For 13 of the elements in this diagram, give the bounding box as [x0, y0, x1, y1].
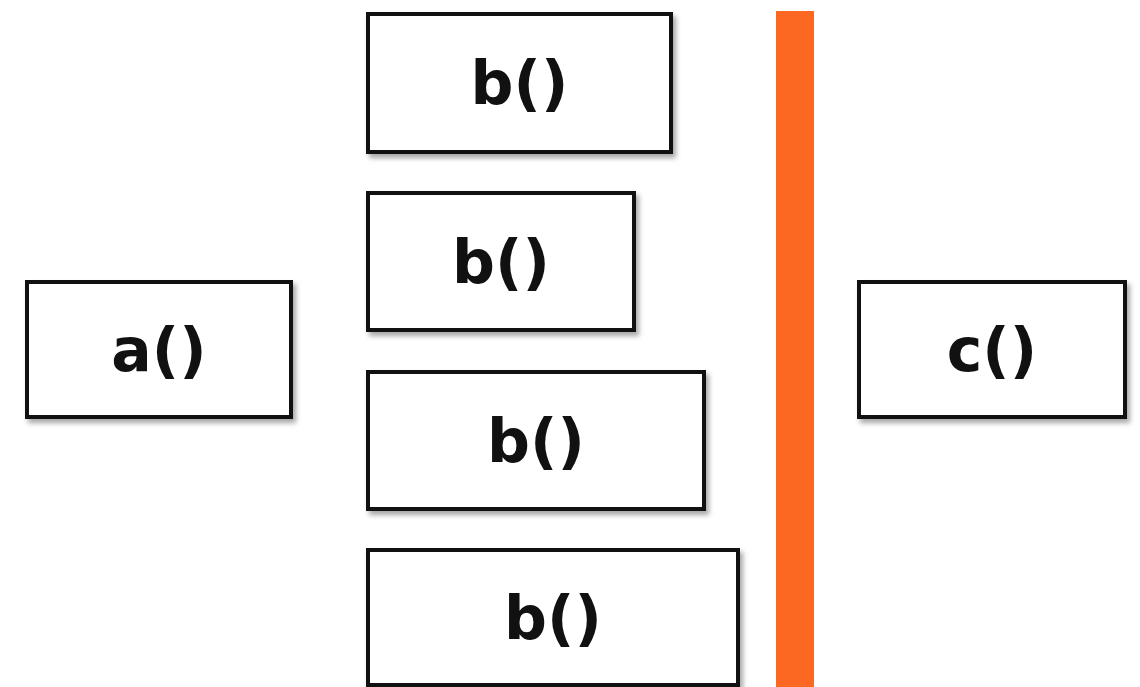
function-box: [857, 280, 1127, 419]
divider-bar: [776, 11, 814, 687]
function-label: c(): [946, 314, 1038, 385]
function-label: a(): [111, 314, 207, 385]
function-box: [366, 548, 740, 687]
function-label: b(): [470, 48, 569, 118]
function-box: [366, 12, 673, 154]
function-label: b(): [487, 405, 585, 476]
function-label: b(): [452, 226, 550, 297]
function-box: [366, 191, 636, 332]
function-label: b(): [504, 582, 602, 653]
function-box: [25, 280, 293, 419]
function-box: [366, 370, 706, 511]
